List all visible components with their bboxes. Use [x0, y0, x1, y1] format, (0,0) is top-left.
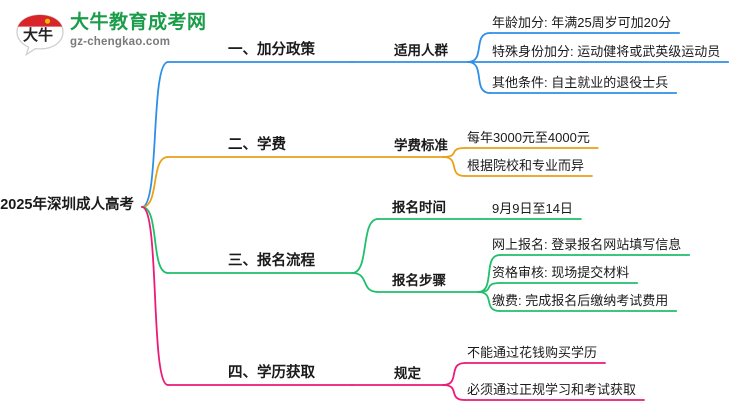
connector-curve	[442, 384, 466, 401]
connector-curve	[477, 291, 501, 312]
leaf-label: 必须通过正规学习和考试获取	[467, 382, 637, 397]
branch-label-2: 二、学费	[228, 137, 286, 153]
branch-label-4: 四、学历获取	[228, 365, 315, 381]
sub-label-3-1: 报名时间	[392, 200, 446, 215]
sub-label-2-1: 学费标准	[394, 138, 448, 153]
connector-curve	[141, 61, 169, 208]
sub-label-1-1: 适用人群	[394, 43, 448, 58]
leaf-label: 缴费: 完成报名后缴纳考试费用	[492, 293, 669, 308]
leaf-label: 年龄加分: 年满25周岁可加20分	[492, 15, 672, 30]
logo-text-block: 大牛教育成考网 gz-chengkao.com	[70, 13, 207, 49]
leaf-label: 9月9日至14日	[492, 201, 573, 216]
connector-curve	[141, 206, 169, 386]
connector-curve	[467, 61, 491, 94]
leaf-label: 特殊身份加分: 运动健将或武英级运动员	[492, 44, 721, 59]
svg-text:大牛: 大牛	[23, 26, 53, 44]
leaf-label: 根据院校和专业而异	[467, 158, 585, 173]
connector-curve	[351, 218, 379, 274]
leaf-label: 其他条件: 自主就业的退役士兵	[492, 75, 669, 90]
connector-curve	[141, 156, 169, 208]
sub-label-3-2: 报名步骤	[392, 273, 446, 288]
sub-label-4-1: 规定	[394, 366, 421, 381]
site-logo: 大牛 大牛教育成考网 gz-chengkao.com	[14, 10, 239, 58]
connector-curve	[442, 362, 466, 386]
leaf-label: 资格审核: 现场提交材料	[492, 265, 630, 280]
connector-curve	[467, 32, 491, 63]
leaf-label: 每年3000元至4000元	[467, 130, 590, 145]
branch-label-3: 三、报名流程	[228, 253, 315, 269]
leaf-label: 不能通过花钱购买学历	[467, 345, 598, 360]
logo-title: 大牛教育成考网	[70, 12, 207, 33]
leaf-label: 网上报名: 登录报名网站填写信息	[492, 237, 682, 252]
connector-curve	[442, 156, 466, 177]
logo-mark-icon: 大牛	[16, 14, 64, 56]
branch-label-1: 一、加分政策	[228, 42, 315, 58]
connector-curve	[351, 272, 379, 293]
connector-curve	[141, 206, 169, 274]
logo-domain: gz-chengkao.com	[70, 36, 171, 48]
root-label: 2025年深圳成人高考	[0, 197, 134, 213]
